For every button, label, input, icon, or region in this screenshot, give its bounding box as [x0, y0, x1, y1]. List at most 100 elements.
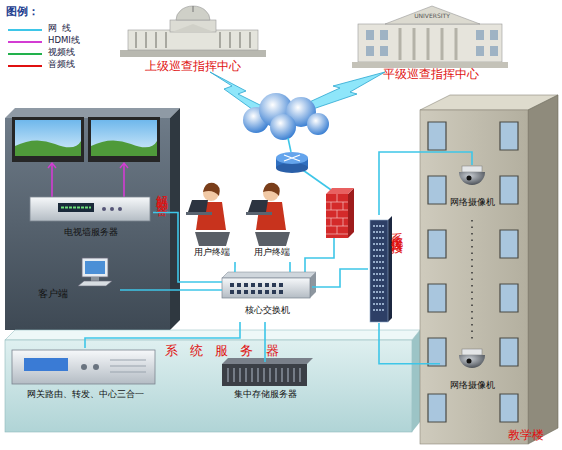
server-button — [110, 207, 114, 211]
client-pc — [78, 258, 112, 286]
building-columns — [136, 32, 250, 48]
server-chassis — [30, 197, 150, 221]
network-connector — [153, 213, 222, 283]
network-wire — [305, 238, 334, 272]
tv-wall-server — [30, 197, 150, 221]
terminal-box: 用户终端 — [243, 180, 301, 262]
node-label: 核心交换机 — [222, 306, 312, 316]
user-desk — [246, 212, 272, 215]
camera-dome — [459, 355, 485, 368]
user-figure — [246, 183, 290, 246]
monitor-landscape — [91, 140, 157, 156]
router-symbol — [276, 152, 308, 173]
legend-text: HDMI线 — [48, 36, 80, 45]
node-label: 网络摄像机 — [440, 198, 504, 208]
user-desk — [186, 212, 212, 215]
user-chair — [195, 232, 230, 246]
gateway-knob — [81, 364, 87, 370]
rack-ports — [373, 226, 385, 310]
user-laptop — [248, 200, 268, 212]
building-step — [120, 50, 266, 57]
omission-dots — [471, 220, 473, 340]
device-box: 客户端 — [30, 255, 120, 310]
command-building — [120, 6, 266, 57]
device-box: 网关路由、转发、中心三合一 — [10, 348, 160, 406]
node-label: 用户终端 — [243, 248, 301, 258]
firewall-side — [348, 188, 354, 238]
building-windows — [428, 122, 518, 422]
node-label: 教学楼 — [508, 429, 544, 442]
building-body — [358, 24, 502, 62]
server-button — [118, 207, 122, 211]
camera-mount — [462, 349, 482, 355]
monitor-landscape — [15, 140, 81, 156]
network-connector — [379, 323, 440, 364]
network-connector — [289, 262, 291, 272]
rack-face — [370, 220, 388, 322]
network-connector — [312, 269, 368, 287]
building-drum — [170, 20, 216, 32]
access-rack — [370, 216, 392, 322]
switch-face — [222, 278, 310, 298]
device-box: 集中存储服务器 — [218, 362, 312, 406]
node-label: 网络摄像机 — [440, 381, 504, 391]
router-base — [276, 163, 308, 173]
node-label: 电视墙服务器 — [28, 228, 153, 238]
firewall-top — [326, 188, 354, 194]
camera-lens — [467, 359, 472, 364]
legend-text: 视频线 — [48, 48, 75, 57]
user-hair — [263, 183, 280, 196]
user-chair — [255, 232, 290, 246]
dome-camera — [459, 349, 485, 368]
building-body — [128, 30, 258, 50]
cloud-puff — [307, 113, 329, 135]
camera-box: 网络摄像机 — [440, 165, 504, 210]
decoder-group: 解码设备电视墙服务器客户端 — [5, 108, 175, 330]
flag-pole — [193, 6, 194, 12]
building-pediment — [385, 6, 480, 24]
network-wire — [288, 138, 291, 152]
storage-face — [222, 364, 307, 386]
user-laptop — [188, 200, 208, 212]
camera-dome — [459, 172, 485, 185]
firewall-face — [326, 194, 348, 238]
camera-lens — [467, 176, 472, 181]
band-side — [412, 330, 420, 432]
building-sign: UNIVERSITY — [408, 13, 456, 20]
legend-text: 音频线 — [48, 60, 75, 69]
pc-monitor — [82, 258, 108, 277]
hdmi-wire — [52, 164, 124, 197]
building-columns — [400, 28, 456, 60]
node-label: 上级巡查指挥中心 — [118, 60, 268, 73]
legend-swatch — [8, 29, 42, 31]
pc-screen — [85, 261, 105, 274]
server-group: 系 统 服 务 器网关路由、转发、中心三合一集中存储服务器 — [5, 330, 415, 435]
storage-grill — [228, 368, 300, 382]
band-top — [5, 330, 420, 340]
node-label: 网关路由、转发、中心三合一 — [10, 390, 160, 400]
building-windows — [366, 30, 498, 56]
legend-entry: HDMI线 — [8, 36, 98, 48]
university-building — [352, 6, 508, 68]
user-figure — [186, 183, 230, 246]
building-front — [420, 110, 528, 444]
node-label: 客户端 — [38, 288, 68, 299]
firewall-symbol — [326, 188, 354, 238]
internet-cloud — [243, 93, 329, 140]
dome-camera — [459, 166, 485, 185]
legend-swatch — [8, 53, 42, 55]
switch-box: 核心交换机 — [222, 272, 312, 322]
monitor-screen — [91, 120, 157, 156]
network-connector — [234, 262, 236, 272]
switch-side — [310, 272, 316, 298]
gateway-knob — [93, 364, 99, 370]
hdmi-arrowhead — [48, 163, 128, 168]
legend-swatch — [8, 41, 42, 43]
building-group: 教学楼网络摄像机网络摄像机 — [418, 94, 558, 446]
network-connector — [379, 152, 472, 215]
camera-mount — [462, 166, 482, 172]
gateway-vents — [110, 360, 146, 372]
legend-text: 网 线 — [48, 24, 71, 33]
storage-server — [222, 358, 313, 386]
